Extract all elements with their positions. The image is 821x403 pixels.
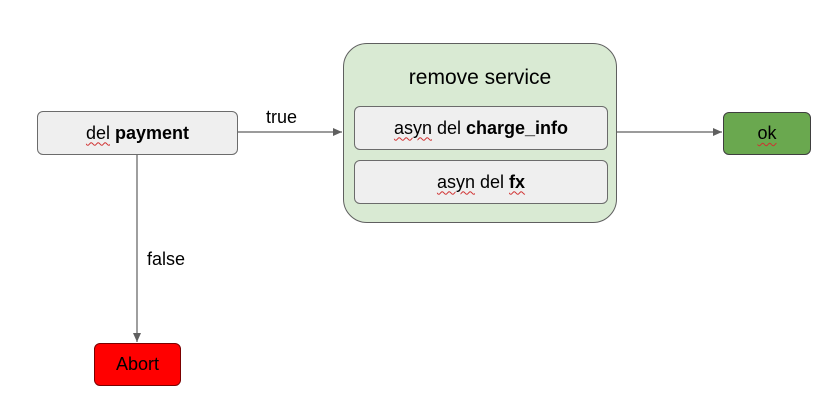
abort-label: Abort (115, 354, 160, 374)
del-payment-target: payment (115, 122, 190, 143)
edge-true-label: true (266, 107, 298, 127)
fx-prefix-asyn: asyn (436, 171, 475, 192)
ok-node: ok (723, 112, 811, 155)
group-title: remove service (408, 66, 552, 89)
abort-node: Abort (94, 343, 181, 386)
charge-info-target: charge_info (466, 117, 569, 138)
charge-info-prefix-del: del (436, 117, 462, 138)
ok-label: ok (757, 123, 777, 143)
fx-target: fx (509, 171, 526, 192)
del-payment-prefix: del (85, 122, 110, 143)
fx-prefix-del: del (479, 171, 505, 192)
edge-false-label: false (147, 249, 186, 269)
charge-info-prefix-asyn: asyn (393, 117, 432, 138)
